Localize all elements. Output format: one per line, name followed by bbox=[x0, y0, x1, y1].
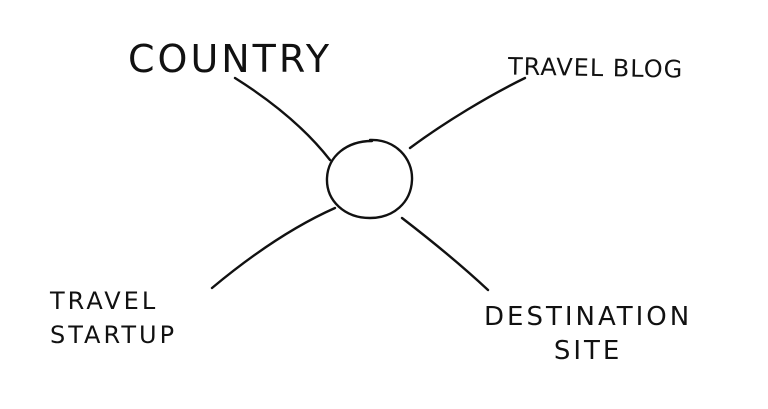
node-destination-site: DESTINATION SITE bbox=[484, 300, 692, 368]
node-travel-startup-line2: STARTUP bbox=[50, 321, 178, 349]
node-destination-site-line2: SITE bbox=[553, 336, 623, 366]
connector-destination-site bbox=[400, 216, 490, 292]
connector-travel-blog bbox=[408, 76, 527, 150]
node-travel-startup: TRAVEL STARTUP bbox=[50, 284, 177, 352]
node-travel-startup-line1: TRAVEL bbox=[50, 287, 159, 315]
connector-country bbox=[233, 76, 332, 162]
connector-travel-startup bbox=[210, 206, 337, 290]
hub-circle bbox=[325, 138, 414, 220]
node-destination-site-line1: DESTINATION bbox=[484, 302, 693, 332]
node-travel-blog: TRAVEL BLOG bbox=[507, 52, 684, 84]
node-country: COUNTRY bbox=[128, 37, 333, 81]
